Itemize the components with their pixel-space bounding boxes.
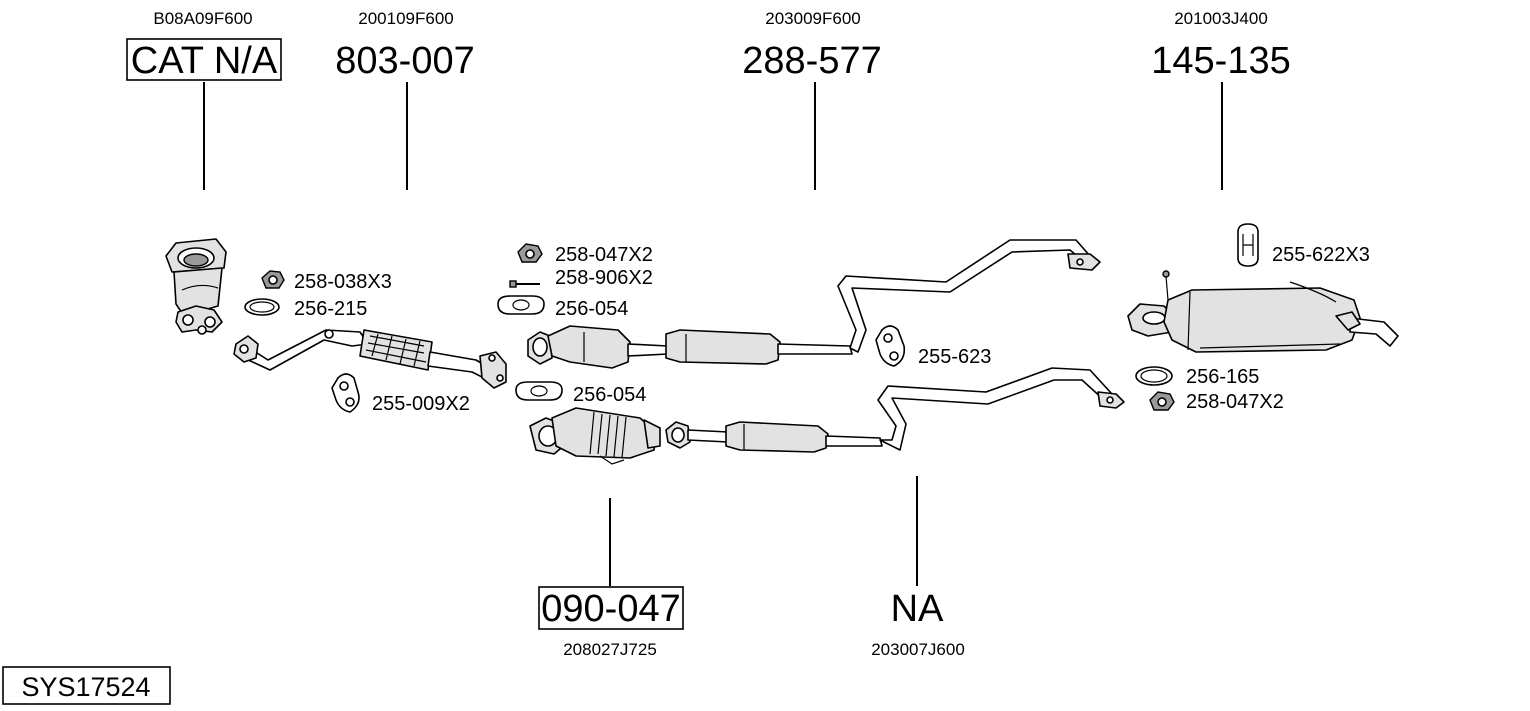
- fitting-label[interactable]: 255-623: [918, 346, 991, 368]
- part-number[interactable]: 803-007: [335, 40, 474, 82]
- manifold-catalyst-drawing[interactable]: [165, 238, 227, 335]
- rubber-hanger-icon: [875, 325, 906, 367]
- fitting-label[interactable]: 256-054: [555, 298, 628, 320]
- h-hanger-icon: [1237, 223, 1259, 267]
- system-id-box: [2, 666, 171, 705]
- middle-pipe-upper-drawing[interactable]: [527, 239, 1101, 369]
- nut-icon: [517, 243, 543, 263]
- system-id: SYS17524: [21, 672, 150, 702]
- part-number[interactable]: NA: [891, 588, 944, 630]
- fitting-label[interactable]: 256-165: [1186, 366, 1259, 388]
- fitting-label[interactable]: 256-054: [573, 384, 646, 406]
- fitting-label[interactable]: 255-622X3: [1272, 244, 1370, 266]
- fitting-label[interactable]: 258-038X3: [294, 271, 392, 293]
- rear-muffler-drawing[interactable]: [1127, 270, 1399, 353]
- part-number[interactable]: 090-047: [541, 588, 680, 630]
- rubber-hanger-icon: [331, 373, 360, 413]
- oem-number: 201003J400: [1174, 9, 1268, 28]
- fitting-label[interactable]: 256-215: [294, 298, 367, 320]
- gasket-ring-icon: [1135, 366, 1173, 386]
- part-number[interactable]: 288-577: [742, 40, 881, 82]
- part-number[interactable]: CAT N/A: [131, 40, 278, 82]
- oem-number: 208027J725: [563, 640, 657, 659]
- bolt-icon: [509, 280, 540, 288]
- nut-icon: [1149, 391, 1175, 411]
- flange-gasket-icon: [497, 295, 545, 315]
- front-pipe-drawing[interactable]: [233, 329, 507, 389]
- gasket-ring-icon: [244, 298, 280, 316]
- intermediate-pipe-lower-drawing[interactable]: [665, 367, 1125, 453]
- part-number-box: [126, 38, 282, 81]
- nut-icon: [261, 270, 285, 289]
- part-number-box: [538, 586, 684, 630]
- flange-gasket-icon: [515, 381, 563, 401]
- fitting-label[interactable]: 258-047X2: [555, 244, 653, 266]
- fitting-label[interactable]: 258-906X2: [555, 267, 653, 289]
- oem-number: 203009F600: [765, 9, 860, 28]
- fitting-label[interactable]: 258-047X2: [1186, 391, 1284, 413]
- fitting-label[interactable]: 255-009X2: [372, 393, 470, 415]
- part-number[interactable]: 145-135: [1151, 40, 1290, 82]
- catalytic-converter-drawing[interactable]: [529, 407, 661, 465]
- oem-number: B08A09F600: [153, 9, 252, 28]
- oem-number: 200109F600: [358, 9, 453, 28]
- oem-number: 203007J600: [871, 640, 965, 659]
